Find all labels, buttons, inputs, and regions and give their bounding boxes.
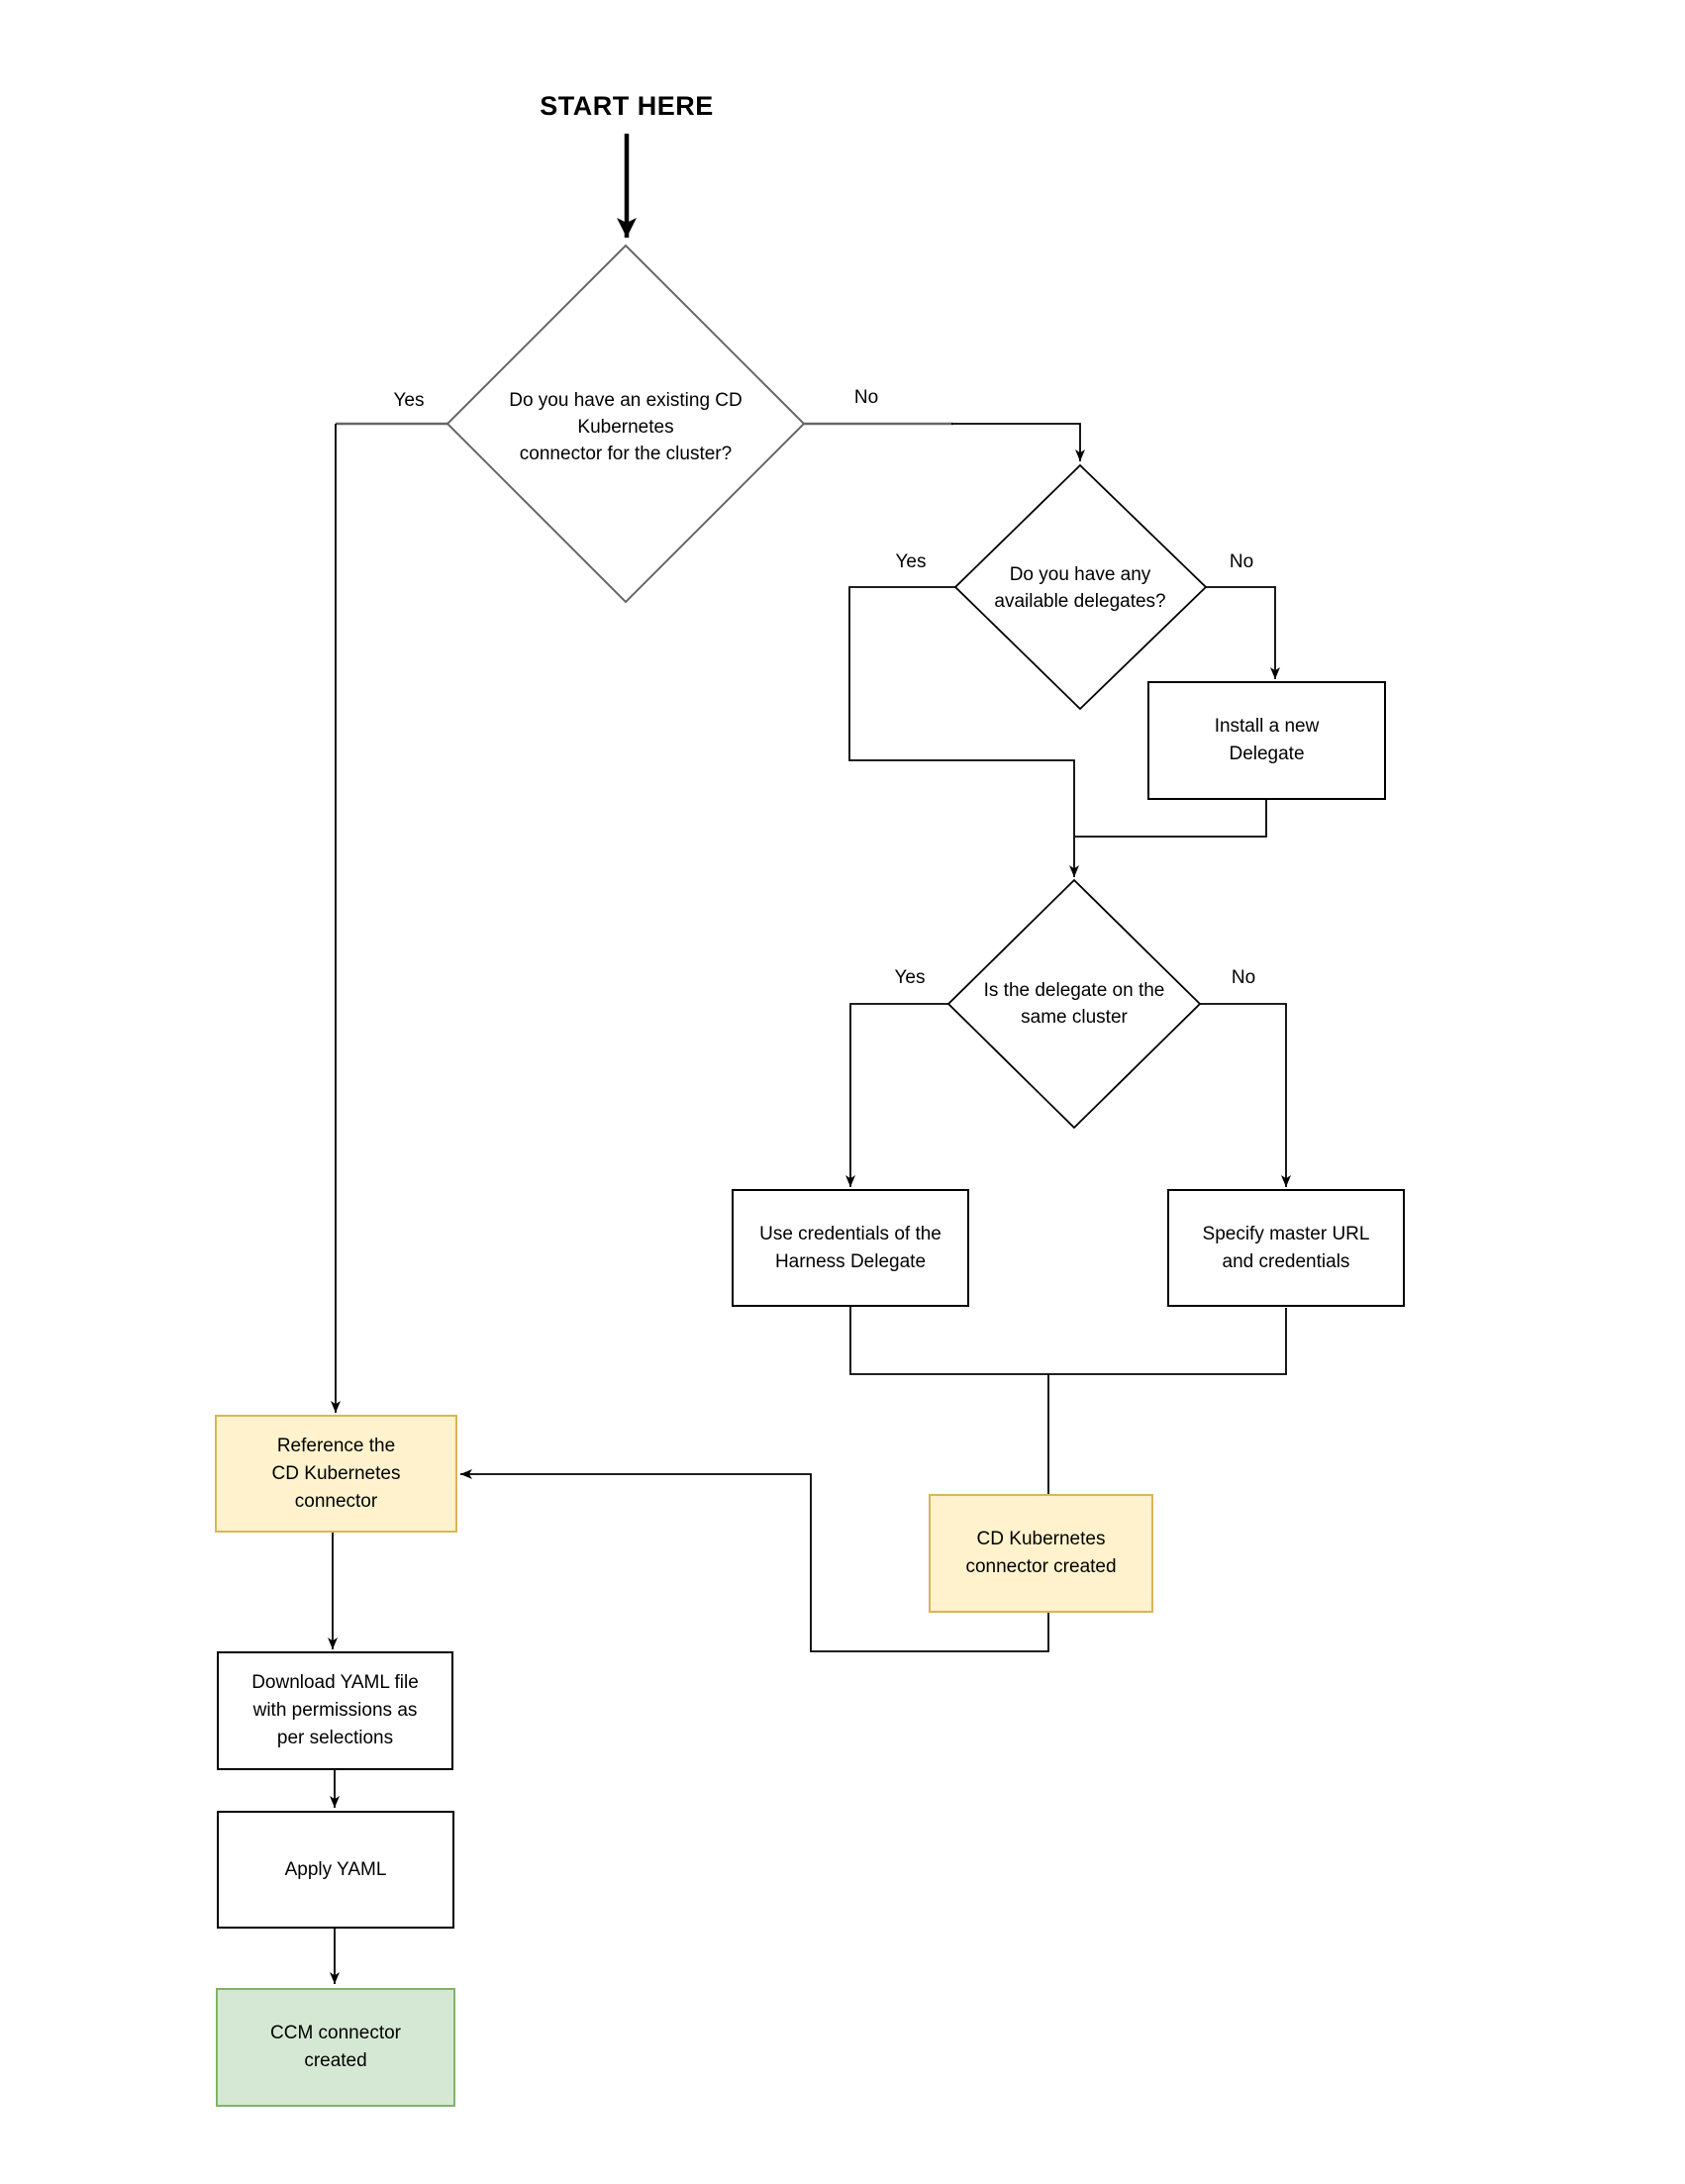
edge-install-out bbox=[1075, 800, 1267, 838]
edge-label-d1-no: No bbox=[853, 387, 879, 408]
edge-label-d2-no: No bbox=[1229, 551, 1254, 572]
edge-label-d3-yes: Yes bbox=[894, 967, 926, 988]
process-use-credentials: Use credentials of the Harness Delegate bbox=[732, 1189, 969, 1307]
terminal-cd-connector-created: CD Kubernetes connector created bbox=[929, 1494, 1153, 1613]
edge-label-d3-no: No bbox=[1231, 967, 1256, 988]
edge-d2-yes bbox=[848, 586, 1079, 877]
start-here-title: START HERE bbox=[540, 91, 714, 121]
decision-same-cluster-label: Is the delegate on the same cluster bbox=[983, 980, 1165, 1028]
terminal-ccm-connector-created: CCM connector created bbox=[216, 1988, 455, 2107]
edge-label-d1-yes: Yes bbox=[393, 390, 425, 411]
decision-existing-connector-label: Do you have an existing CD Kubernetes co… bbox=[509, 390, 743, 464]
decision-available-delegates-diamond bbox=[953, 463, 1208, 711]
process-install-delegate: Install a new Delegate bbox=[1147, 681, 1386, 800]
process-download-yaml: Download YAML file with permissions as p… bbox=[217, 1651, 453, 1770]
edge-d1-no bbox=[951, 423, 1085, 461]
edge-merge-credentials bbox=[849, 1307, 1287, 1375]
edge-d3-no bbox=[1200, 1003, 1291, 1187]
decision-available-delegates-label: Do you have any available delegates? bbox=[994, 564, 1166, 612]
edge-d2-no bbox=[1206, 586, 1280, 679]
edge-d3-yes bbox=[845, 1003, 948, 1187]
decision-same-cluster-diamond bbox=[946, 878, 1202, 1130]
process-apply-yaml: Apply YAML bbox=[217, 1811, 454, 1929]
decision-existing-connector-diamond bbox=[446, 244, 806, 604]
process-reference-connector: Reference the CD Kubernetes connector bbox=[215, 1415, 457, 1533]
edge-label-d2-yes: Yes bbox=[895, 551, 927, 572]
edge-cd-to-reference bbox=[460, 1469, 1049, 1652]
process-specify-master-url: Specify master URL and credentials bbox=[1167, 1189, 1405, 1307]
